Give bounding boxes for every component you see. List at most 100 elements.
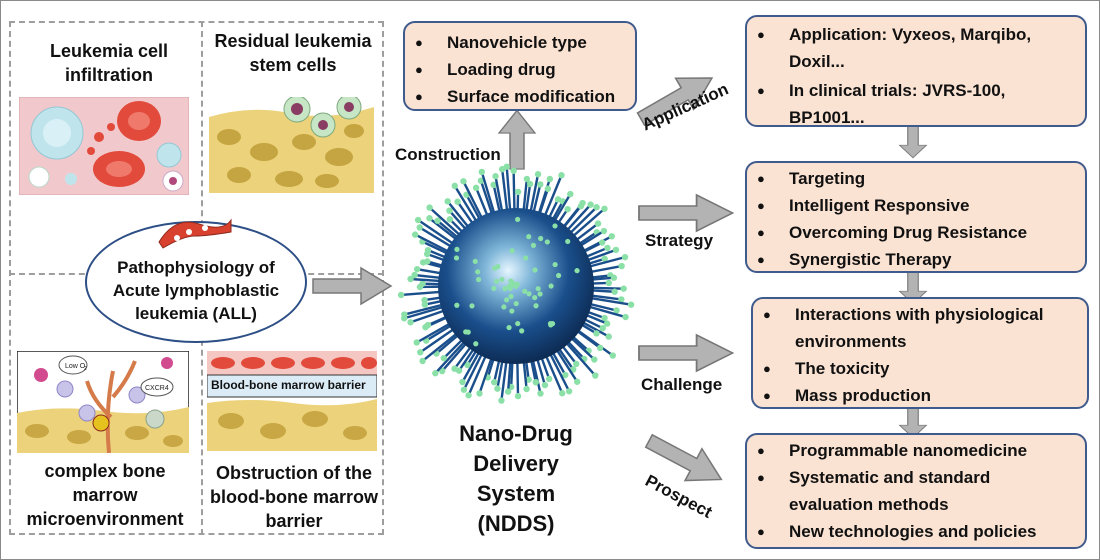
nanoparticle-surface-dot — [453, 255, 460, 261]
nanoparticle-surface-dot — [506, 324, 512, 331]
nanoparticle-spike-tip — [472, 184, 480, 192]
nanoparticle-spike-tip — [601, 255, 608, 262]
nanoparticle-spike-tip — [541, 381, 549, 389]
nanoparticle-spike-tip — [424, 246, 432, 254]
nanoparticle-spike-tip — [605, 333, 612, 340]
nanoparticle-spike-tip — [573, 378, 581, 385]
nanoparticle-surface-dot — [513, 283, 519, 289]
nanoparticle-spike-tip — [600, 227, 608, 235]
nanoparticle-spike-tip — [494, 385, 501, 392]
construction-item: Surface modification — [405, 83, 635, 110]
nanoparticle-spike-tip — [419, 357, 426, 365]
microenvironment-label: complex bone marrow microenvironment — [26, 461, 184, 529]
nanoparticle-spike-tip — [426, 204, 433, 211]
nanoparticle-spike-tip — [565, 388, 573, 395]
nanoparticle-surface-dot — [548, 283, 554, 289]
nanoparticle-spike-tip — [627, 301, 635, 308]
nanoparticle-surface-dot — [574, 268, 580, 274]
strategy-label: Strategy — [645, 231, 714, 250]
application-item: In clinical trials: JVRS-100, BP1001... — [747, 77, 1085, 131]
nanoparticle-spike-tip — [454, 198, 461, 205]
nanoparticle-spike-tip — [464, 361, 471, 369]
nanoparticle-surface-dot — [555, 272, 562, 279]
nanoparticle-spike-tip — [613, 307, 620, 314]
nanoparticle-surface-dot — [454, 246, 460, 253]
application-list: Application: Vyxeos, Marqibo, Doxil... I… — [747, 21, 1085, 131]
strategy-item: Targeting — [747, 165, 1085, 192]
nanoparticle-spike-tip — [413, 339, 420, 346]
low-o2-subscript: 2 — [84, 366, 87, 372]
nanoparticle-spike-tip — [567, 190, 574, 198]
nanoparticle-spike-tip — [618, 262, 625, 270]
nanoparticle-spike-tip — [599, 239, 606, 246]
nanoparticle-surface-dot — [552, 261, 558, 268]
strategy-item: Intelligent Responsive — [747, 192, 1085, 219]
nanoparticle-surface-dot — [501, 304, 507, 310]
nanoparticle-surface-dot — [544, 239, 550, 245]
nanoparticle-spike-tip — [526, 180, 534, 188]
nanoparticle-spike-tip — [504, 388, 512, 395]
nanoparticle-spike-tip — [532, 379, 539, 386]
nanoparticle-surface-dot — [499, 276, 505, 283]
blood-vessel-icon — [158, 218, 232, 249]
nanoparticle-spike-tip — [491, 378, 498, 386]
nanoparticle-spike-tip — [498, 397, 505, 404]
nanoparticle-surface-dot — [532, 267, 538, 273]
nanoparticle-spike-tip — [545, 375, 553, 383]
nanoparticle-surface-dot — [522, 288, 528, 294]
challenge-box: Interactions with physiological environm… — [751, 297, 1089, 409]
nanoparticle-surface-dot — [519, 328, 525, 334]
nanoparticle-surface-dot — [469, 303, 475, 309]
nanoparticle-surface-dot — [533, 303, 539, 309]
nanoparticle-spike-tip — [596, 344, 604, 352]
nanoparticle-spike-tip — [603, 320, 611, 327]
nanoparticle-spike-tip — [424, 258, 431, 265]
barrier-illustration — [207, 351, 377, 451]
nanoparticle-spike-tip — [421, 296, 428, 304]
nanoparticle-spike-tip — [601, 314, 608, 322]
nanoparticle-surface-dot — [509, 248, 515, 254]
challenge-label: Challenge — [641, 375, 723, 394]
nanoparticle-surface-dot — [523, 255, 529, 261]
arrow-pathophysiology-to-ndds — [312, 267, 392, 305]
nanoparticle-spike-tip — [411, 271, 418, 279]
ndds-title: Nano-Drug Delivery System (NDDS) — [459, 421, 573, 536]
construction-label: Construction — [395, 145, 501, 164]
prospect-list: Programmable nanomedicine Systematic and… — [747, 437, 1085, 545]
left-dashed-frame — [9, 21, 384, 535]
nanoparticle-surface-dot — [473, 341, 479, 347]
nanoparticle-spike-tip — [592, 372, 599, 379]
prospect-item: New technologies and policies — [747, 518, 1085, 545]
challenge-list: Interactions with physiological environm… — [753, 301, 1087, 409]
nanoparticle-spike-tip — [612, 246, 620, 254]
nanoparticle-spike-tip — [593, 330, 600, 337]
nanoparticle-spike-tip — [622, 313, 629, 321]
construction-list: Nanovehicle type Loading drug Surface mo… — [405, 29, 635, 110]
nanoparticle-surface-dot — [526, 291, 532, 297]
nanoparticle-spike-tip — [537, 390, 544, 397]
nanoparticle-spike-tip — [605, 279, 613, 287]
nanoparticle-illustration — [397, 163, 635, 404]
prospect-item: Programmable nanomedicine — [747, 437, 1085, 464]
strategy-item: Synergistic Therapy — [747, 246, 1085, 273]
prospect-item: Systematic and standard evaluation metho… — [747, 464, 1085, 518]
nanoparticle-spike-tip — [411, 231, 419, 238]
nanoparticle-spike-tip — [601, 205, 608, 212]
nanoparticle-spike-tip — [562, 371, 569, 379]
nanoparticle-spike-tip — [397, 291, 405, 299]
nanoparticle-surface-dot — [472, 258, 478, 265]
low-o2-label: Low O — [65, 363, 86, 370]
nanoparticle-surface-dot — [547, 321, 554, 327]
nanoparticle-spike-tip — [546, 175, 553, 183]
nanoparticle-surface-dot — [506, 283, 512, 289]
leukemia-infiltration-label: Leukemia cell infiltration — [49, 41, 169, 85]
nanoparticle-spike-tip — [477, 177, 485, 184]
cxcr4-label: CXCR4 — [145, 385, 169, 392]
nanoparticle-spike-tip — [594, 220, 602, 227]
nanoparticle-surface-dot — [535, 286, 541, 292]
nanoparticle-spike-tip — [537, 181, 544, 188]
nanoparticle-spike-tip — [414, 216, 422, 224]
nanoparticle-surface-dot — [493, 278, 500, 284]
nanoparticle-surface-dot — [515, 320, 521, 327]
nanoparticle-spike-tip — [490, 181, 497, 189]
